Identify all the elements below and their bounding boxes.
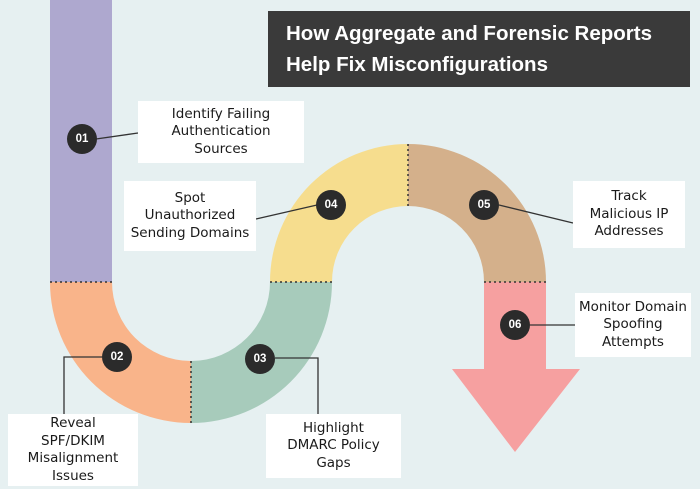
step-06-line-1: Monitor Domain xyxy=(579,298,687,315)
step-05-badge: 05 xyxy=(469,190,499,220)
step-02-label: Reveal SPF/DKIM Misalignment Issues xyxy=(8,414,138,486)
step-01-line-2: Authentication xyxy=(171,123,271,140)
step-04-badge: 04 xyxy=(316,190,346,220)
step-04-line-2: Unauthorized xyxy=(144,207,236,224)
step-03-label: Highlight DMARC Policy Gaps xyxy=(266,414,401,478)
step-04-label: Spot Unauthorized Sending Domains xyxy=(124,181,256,251)
step-01-line-3: Sources xyxy=(194,140,248,157)
step-06-line-2: Spoofing xyxy=(603,316,663,333)
step-06-label: Monitor Domain Spoofing Attempts xyxy=(575,293,691,357)
step-02-line-3: Misalignment xyxy=(27,450,119,466)
step-05-line-3: Addresses xyxy=(594,223,664,240)
step-06-badge: 06 xyxy=(500,310,530,340)
step-01-badge: 01 xyxy=(67,124,97,154)
step-04-line-1: Spot xyxy=(174,189,206,206)
step-02-badge: 02 xyxy=(102,342,132,372)
step-02-line-4: Issues xyxy=(52,467,94,484)
step-01-label: Identify Failing Authentication Sources xyxy=(138,101,304,163)
step-03-line-3: Gaps xyxy=(316,454,351,471)
step-02-line-1: Reveal xyxy=(50,415,96,431)
step-01-line-1: Identify Failing xyxy=(171,105,271,122)
step-06-line-3: Attempts xyxy=(602,333,664,350)
step-03-line-2: DMARC Policy xyxy=(287,437,380,454)
leader-02 xyxy=(63,356,102,414)
step-02-line-2: SPF/DKIM xyxy=(41,432,105,449)
title-banner: How Aggregate and Forensic Reports Help … xyxy=(268,11,690,87)
step-04-line-3: Sending Domains xyxy=(130,224,250,241)
leader-04 xyxy=(255,204,318,220)
leader-05 xyxy=(498,204,574,224)
title-line-2: Help Fix Misconfigurations xyxy=(286,53,548,76)
step-05-line-2: Malicious IP xyxy=(589,205,669,222)
step-03-badge: 03 xyxy=(245,344,275,374)
step-03-line-1: Highlight xyxy=(303,419,364,436)
step-05-line-1: Track xyxy=(611,188,647,205)
segment-06-arrow xyxy=(452,282,580,452)
title-line-1: How Aggregate and Forensic Reports xyxy=(286,22,653,45)
step-05-label: Track Malicious IP Addresses xyxy=(573,181,685,248)
leader-01 xyxy=(95,132,139,140)
leader-03 xyxy=(275,357,319,414)
